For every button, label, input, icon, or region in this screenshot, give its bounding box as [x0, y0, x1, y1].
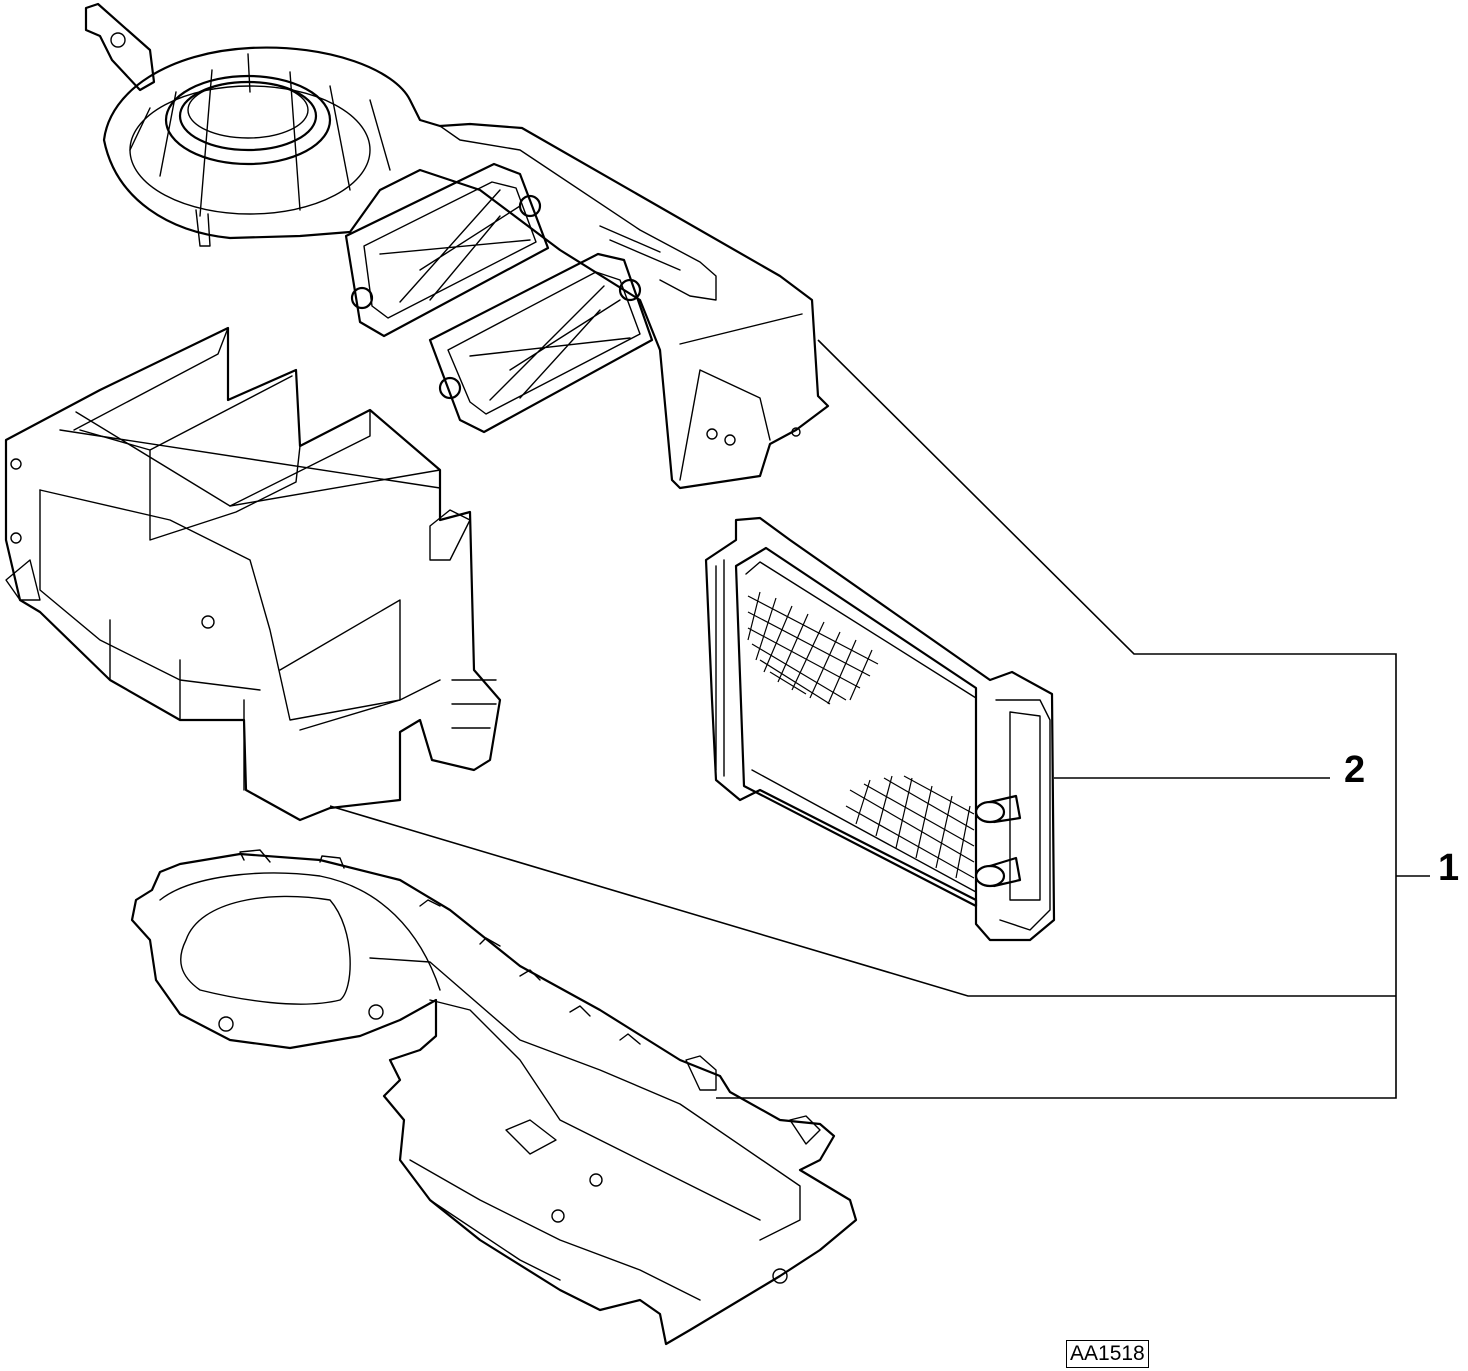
lower-housing-shell — [130, 849, 858, 1346]
core-fins-mesh-lower — [845, 775, 975, 879]
leader-line-part-1-upper — [716, 339, 1397, 1099]
drawing-code-label: AA1518 — [1066, 1340, 1149, 1368]
upper-blower-housing — [84, 2, 830, 490]
flap-door-1 — [344, 162, 550, 338]
core-fins-mesh-upper — [747, 591, 879, 705]
flap-door-2 — [428, 252, 654, 434]
leader-line-part-1-middle — [329, 805, 1396, 997]
leader-lines — [329, 339, 1430, 1099]
callout-1: 1 — [1438, 847, 1459, 889]
heater-box-housing — [4, 326, 502, 822]
callout-2: 2 — [1344, 749, 1365, 791]
heater-core — [704, 516, 1056, 942]
